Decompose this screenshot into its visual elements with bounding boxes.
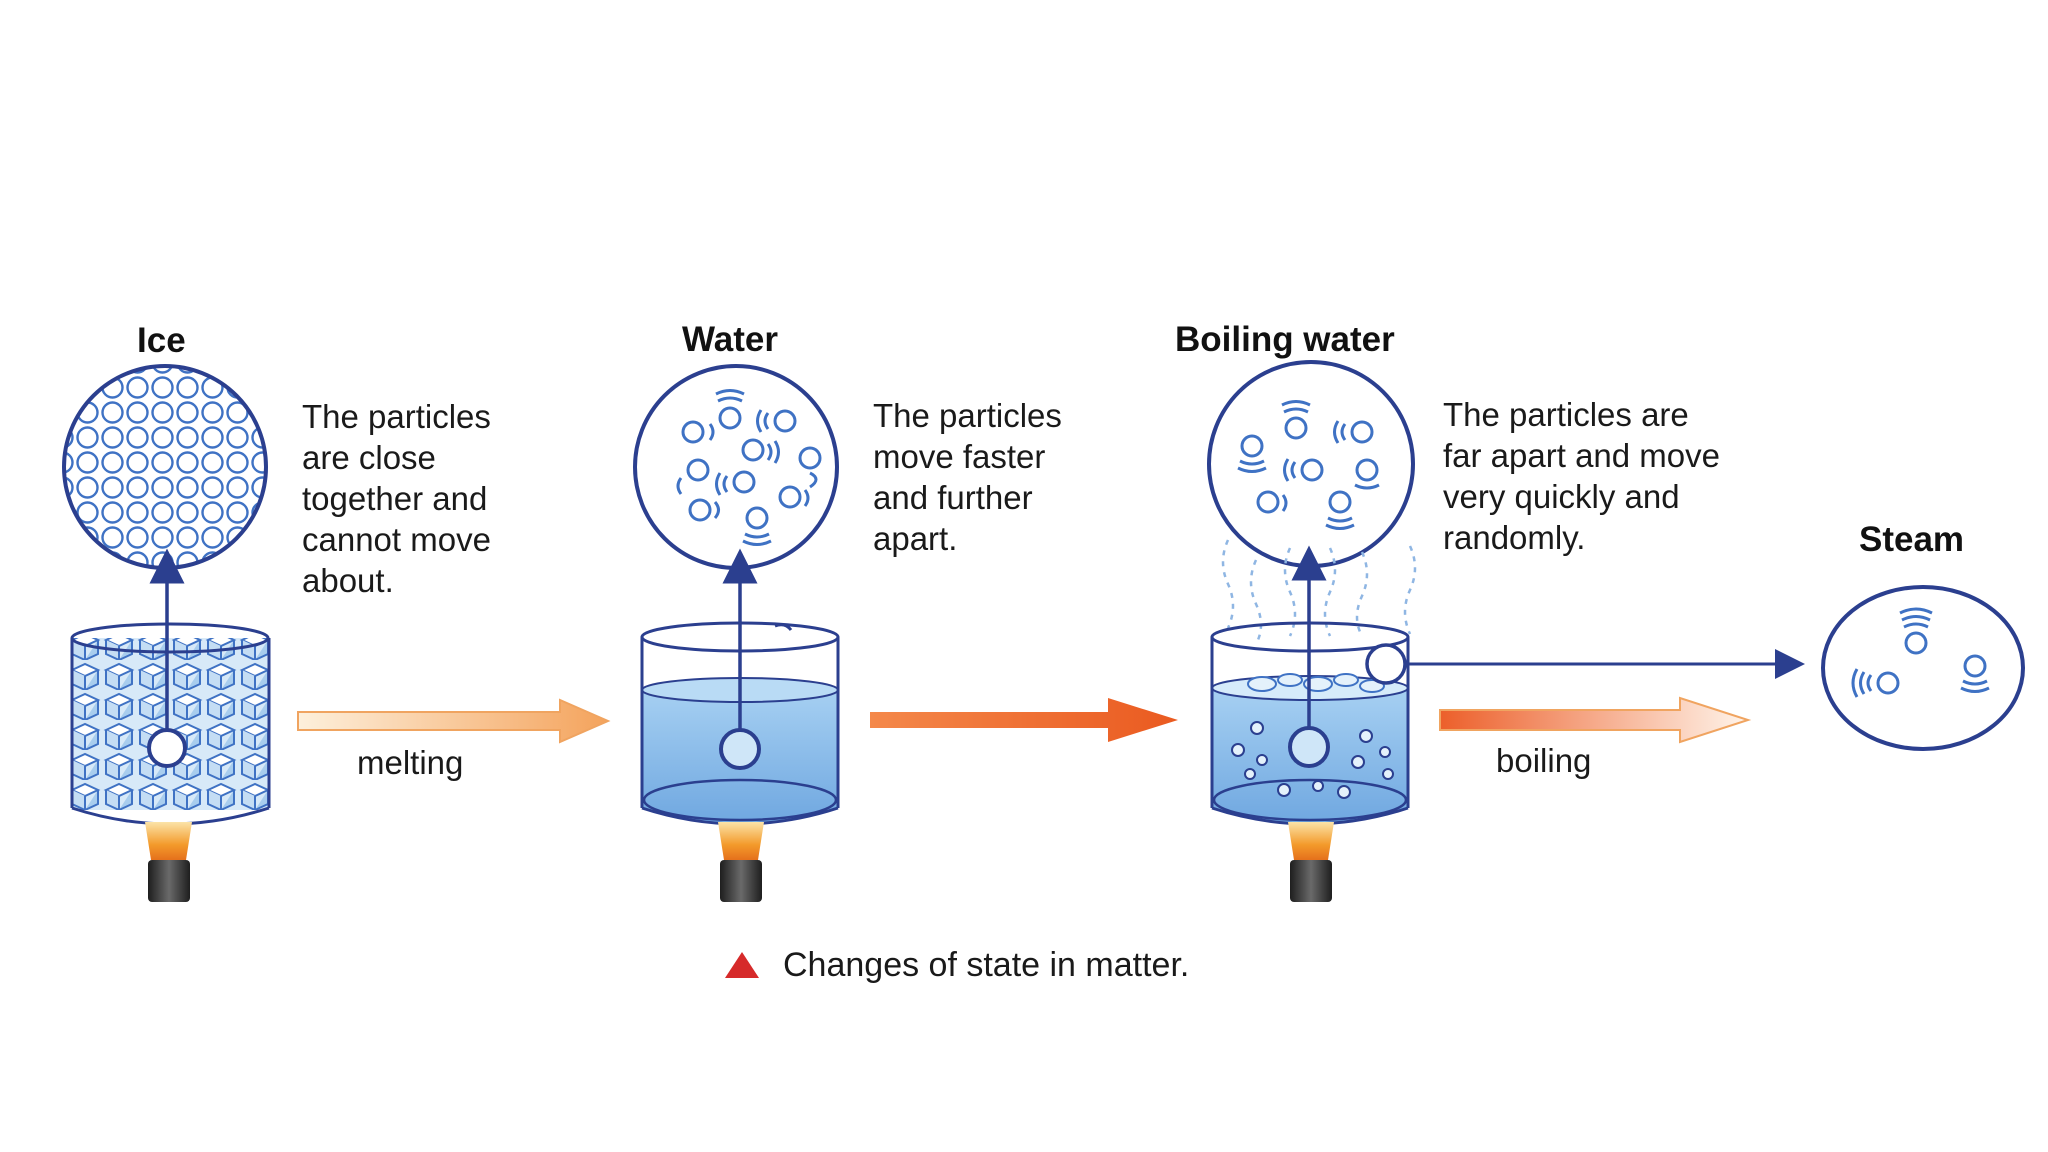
water-description-line: The particles bbox=[873, 397, 1062, 434]
boiling-particle-view bbox=[1207, 360, 1415, 568]
water-description-line: and further bbox=[873, 479, 1033, 516]
boiling-water-description-line: randomly. bbox=[1443, 519, 1586, 556]
boiling-water-stage bbox=[1207, 360, 1805, 902]
steam-title: Steam bbox=[1859, 520, 1965, 559]
water-description-line: move faster bbox=[873, 438, 1046, 475]
boiling-water-description-line: far apart and move bbox=[1443, 437, 1720, 474]
water-description: The particles move faster and further ap… bbox=[873, 395, 1062, 559]
ice-description-line: about. bbox=[302, 562, 394, 599]
boiling-water-description-line: very quickly and bbox=[1443, 478, 1680, 515]
melting-label: melting bbox=[357, 744, 464, 781]
ice-description-line: are close bbox=[302, 439, 436, 476]
boiling-water-description: The particles are far apart and move ver… bbox=[1443, 394, 1720, 558]
water-description-line: apart. bbox=[873, 520, 958, 557]
boiling-label: boiling bbox=[1496, 742, 1592, 779]
boiling-arrow bbox=[1439, 696, 1752, 744]
ice-description: The particles are close together and can… bbox=[302, 396, 491, 601]
ice-burner bbox=[145, 822, 192, 902]
water-burner bbox=[718, 822, 764, 902]
ice-particle-view bbox=[62, 364, 268, 570]
boiling-burner bbox=[1288, 822, 1334, 902]
water-particle-view bbox=[633, 364, 839, 570]
water-stage bbox=[633, 364, 840, 902]
ice-description-line: The particles bbox=[302, 398, 491, 435]
heating-arrow bbox=[870, 698, 1178, 742]
boiling-water-description-line: The particles are bbox=[1443, 396, 1689, 433]
water-beaker bbox=[640, 548, 840, 826]
ice-title: Ice bbox=[137, 321, 186, 360]
boiling-water-title: Boiling water bbox=[1175, 320, 1395, 359]
ice-description-line: cannot move bbox=[302, 521, 491, 558]
caption-text: Changes of state in matter. bbox=[783, 946, 1190, 984]
ice-beaker bbox=[70, 548, 271, 826]
melting-arrow bbox=[297, 698, 611, 744]
ice-stage bbox=[62, 364, 271, 902]
caption-triangle-icon bbox=[725, 952, 759, 978]
steam-particle-view bbox=[1821, 585, 2025, 751]
ice-description-line: together and bbox=[302, 480, 488, 517]
boiling-beaker bbox=[1210, 545, 1805, 826]
water-title: Water bbox=[682, 320, 778, 359]
figure-caption: Changes of state in matter. bbox=[725, 946, 1189, 985]
